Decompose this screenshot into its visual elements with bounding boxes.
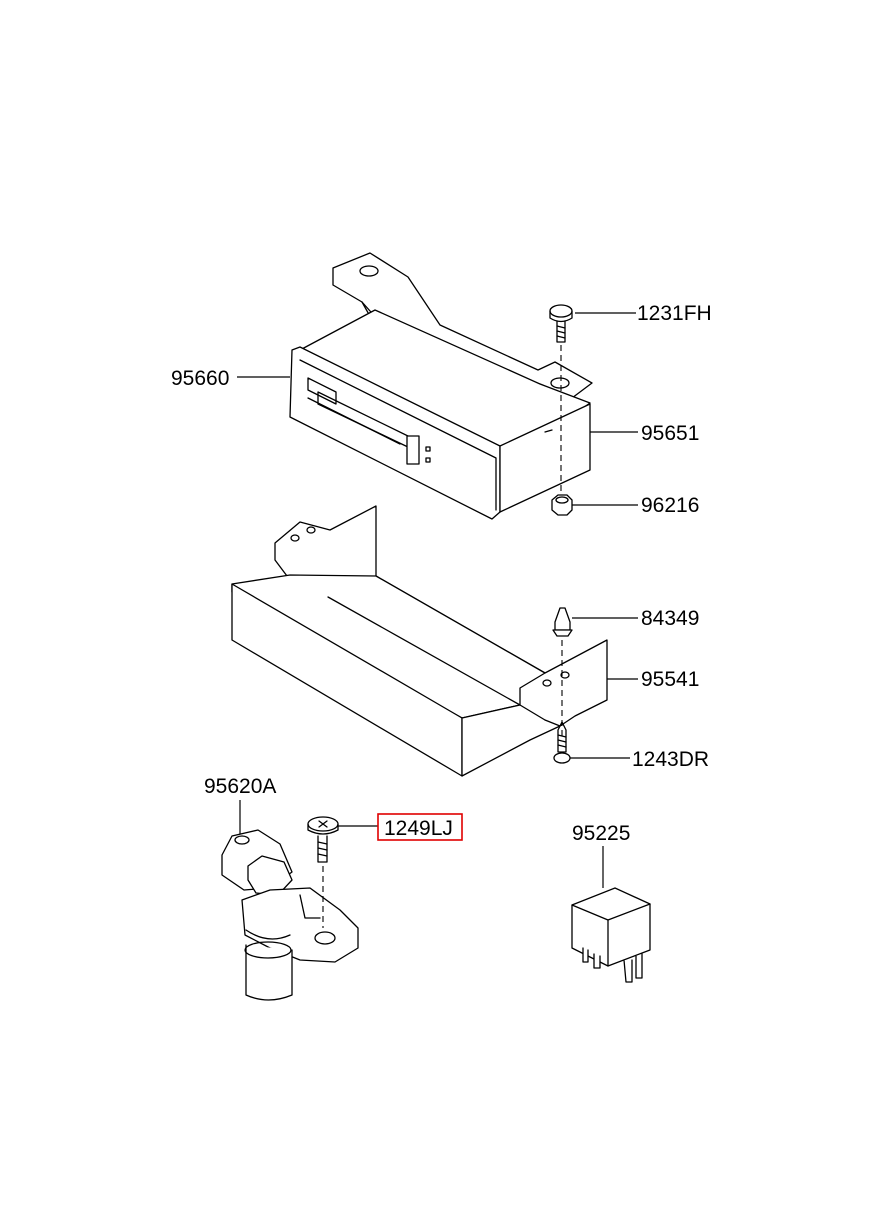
nut-96216-drawing	[551, 494, 573, 516]
part-label-1243dr[interactable]: 1243DR	[632, 748, 709, 771]
bolt-1249lj-drawing	[307, 816, 339, 928]
part-label-1231fh[interactable]: 1231FH	[637, 302, 712, 325]
part-label-1249lj[interactable]: 1249LJ	[384, 817, 453, 840]
sensor-95620a-drawing	[221, 829, 359, 1001]
tray-bracket-drawing	[231, 505, 608, 777]
part-label-96216[interactable]: 96216	[641, 494, 699, 517]
part-label-95660[interactable]: 95660	[171, 367, 229, 390]
part-label-84349[interactable]: 84349	[641, 607, 699, 630]
bolt-1231fh-drawing	[549, 304, 573, 500]
relay-95225-drawing	[571, 887, 651, 983]
leader-lines	[237, 312, 638, 888]
part-label-95541[interactable]: 95541	[641, 668, 699, 691]
part-label-95225[interactable]: 95225	[572, 822, 630, 845]
part-label-95620a[interactable]: 95620A	[204, 775, 276, 798]
part-label-95651[interactable]: 95651	[641, 422, 699, 445]
ecu-module-drawing	[289, 252, 593, 520]
highlight-box	[377, 813, 463, 841]
